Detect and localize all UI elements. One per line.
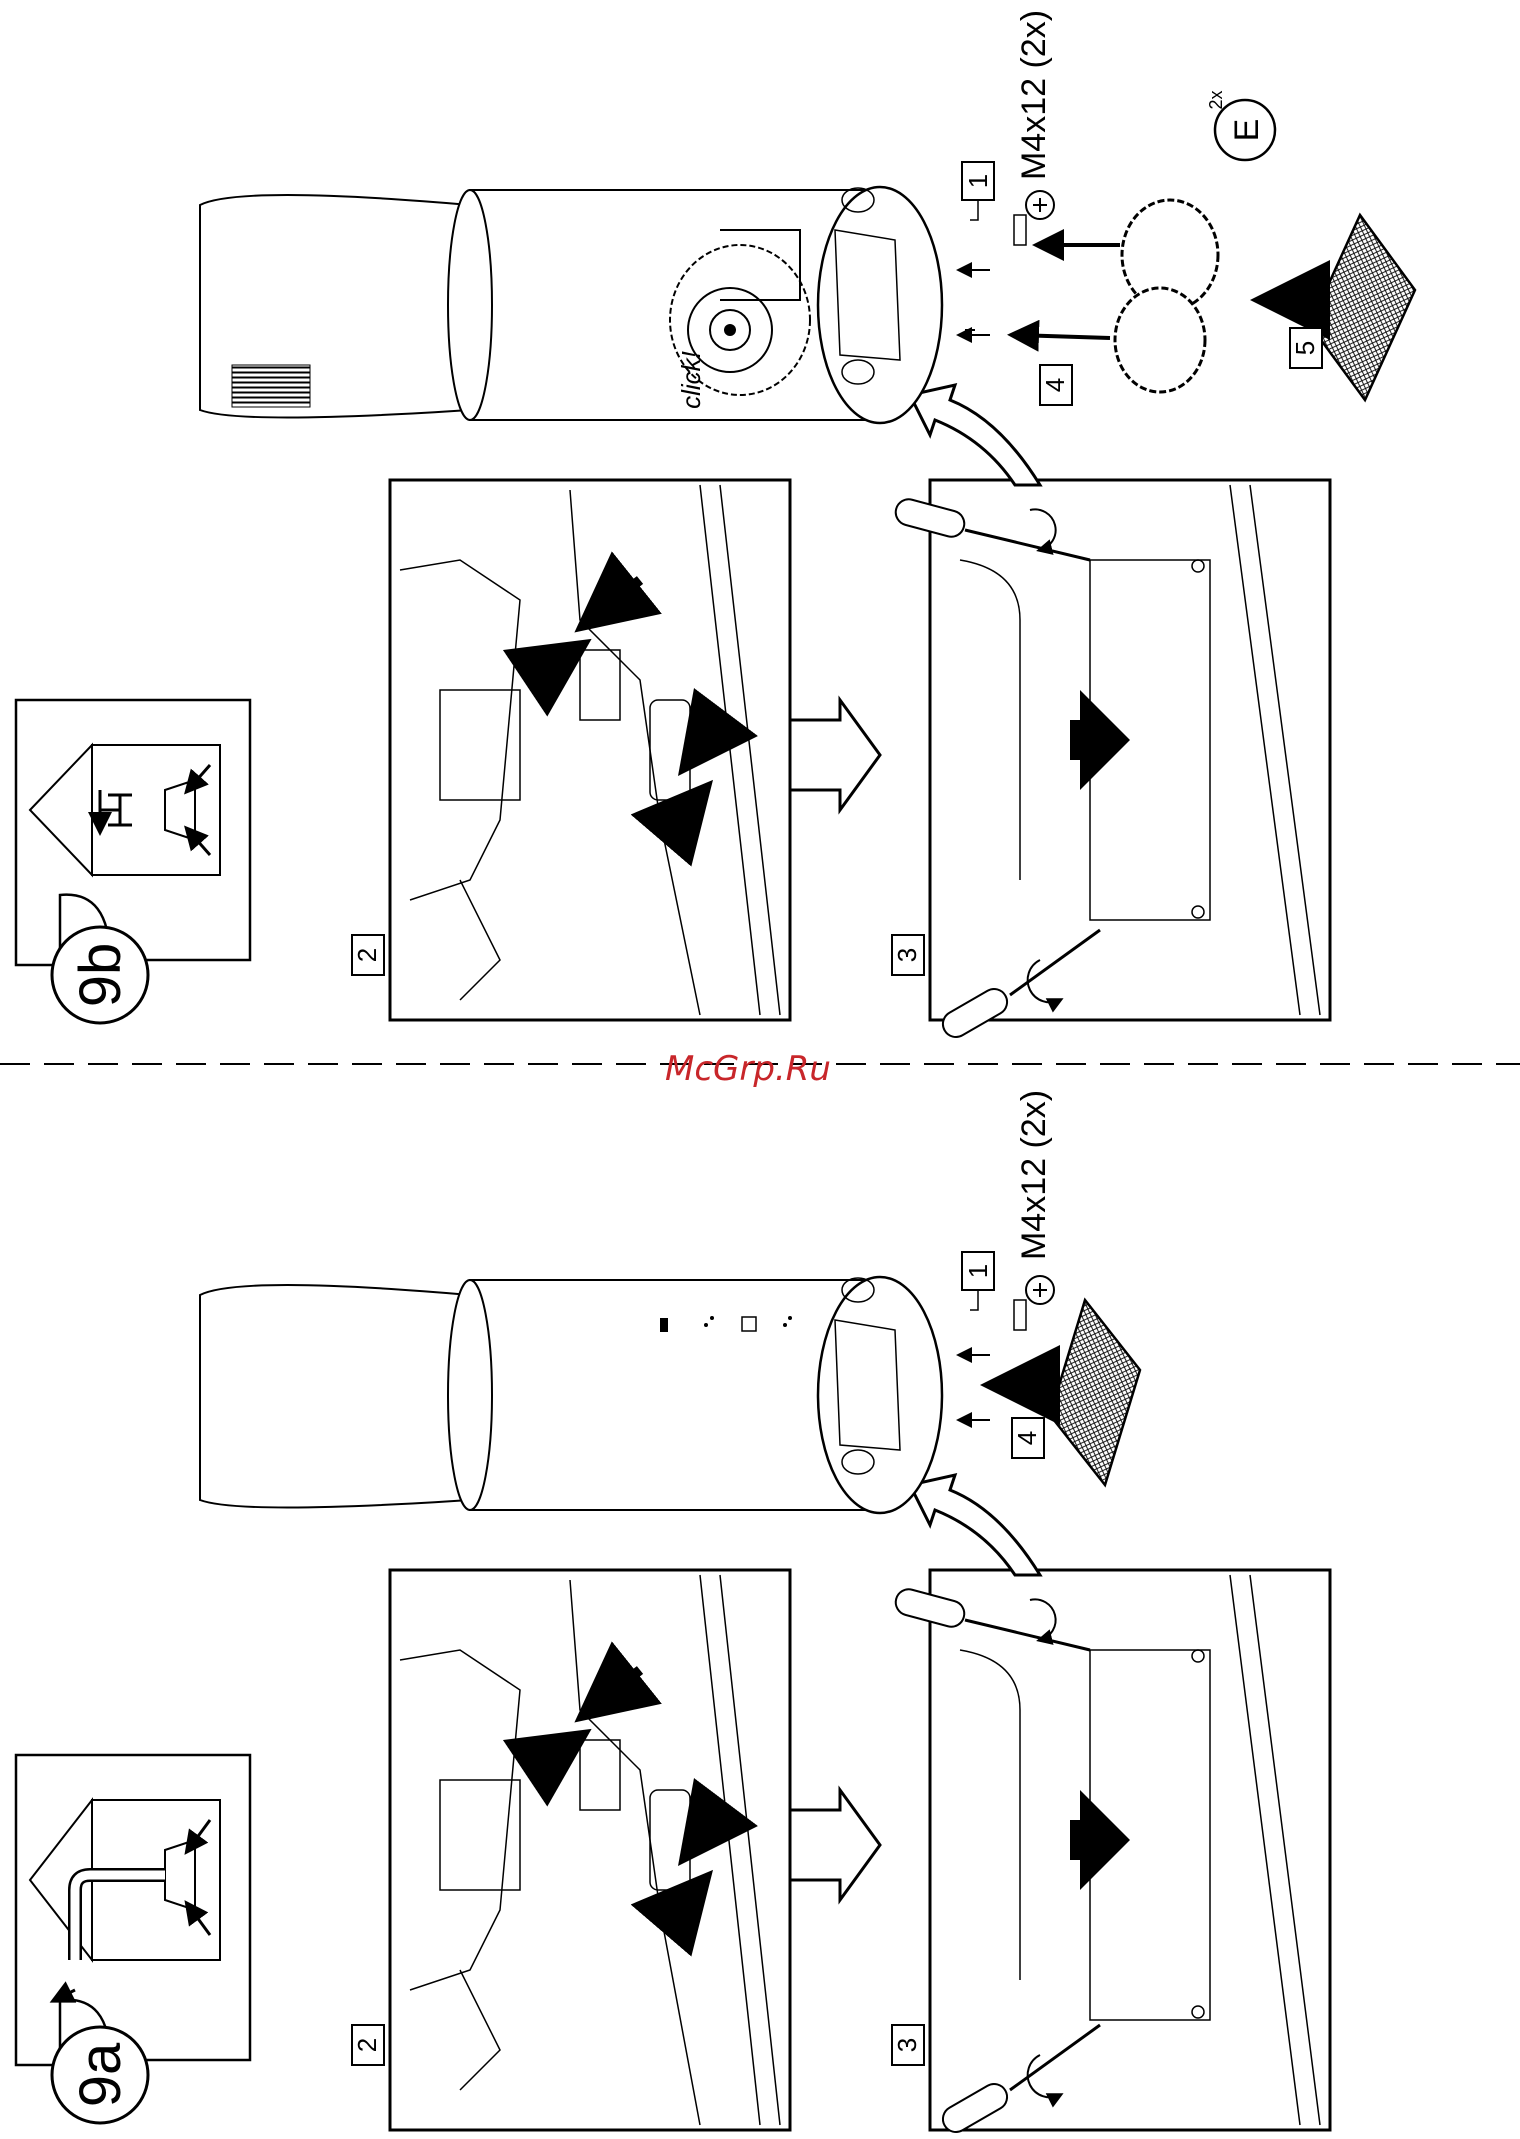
step-number-4: 4: [1040, 378, 1070, 392]
step-number-1: 1: [963, 1264, 993, 1278]
step-number-3: 3: [892, 948, 922, 962]
step-1-screw: 1 M4x12 (2x): [962, 10, 1054, 245]
screw-icon: [1014, 1276, 1054, 1330]
section-badge-9b: 9b: [16, 700, 250, 1023]
screw-spec-label: M4x12 (2x): [1015, 1090, 1053, 1260]
step-number-2: 2: [352, 948, 382, 962]
flow-arrow: [910, 385, 1040, 485]
part-quantity: 2x: [1206, 90, 1226, 109]
flow-arrow: [790, 700, 880, 810]
section-badge-9a: 9a: [16, 1755, 250, 2123]
panel-step-3: 3: [892, 1570, 1330, 2137]
step-number-1: 1: [963, 174, 993, 188]
step-4-rings: 4 E 2x: [1015, 90, 1275, 405]
step-5-filter: 5: [1270, 215, 1415, 400]
section-badge-label: 9b: [68, 943, 133, 1008]
step-number-4: 4: [1012, 1431, 1042, 1445]
cooker-hood-illustration: click!: [200, 187, 990, 423]
cooker-hood-illustration: [200, 1277, 990, 1513]
screw-icon: [1014, 191, 1054, 245]
part-e-callout: E 2x: [1206, 90, 1275, 160]
screw-spec-label: M4x12 (2x): [1015, 10, 1053, 180]
panel-step-3: 3: [892, 480, 1330, 1042]
recirculation-mode-icon: [30, 745, 220, 875]
flow-arrow: [790, 1790, 880, 1900]
panel-step-2: 2: [352, 1570, 790, 2130]
click-annotation: click!: [676, 351, 706, 409]
step-1-screw: 1 M4x12 (2x): [962, 1090, 1054, 1330]
step-number-5: 5: [1290, 341, 1320, 355]
panel-step-2: 2: [352, 480, 790, 1020]
section-badge-label: 9a: [68, 2042, 133, 2107]
extraction-mode-icon: [30, 1800, 220, 2000]
section-9b: 9b: [16, 10, 1415, 1042]
step-number-2: 2: [352, 2038, 382, 2052]
flow-arrow: [910, 1475, 1040, 1575]
part-letter: E: [1228, 119, 1266, 142]
watermark: McGrp.Ru: [665, 1049, 831, 1089]
step-number-3: 3: [892, 2038, 922, 2052]
section-9a: 9a 2: [16, 1090, 1330, 2137]
